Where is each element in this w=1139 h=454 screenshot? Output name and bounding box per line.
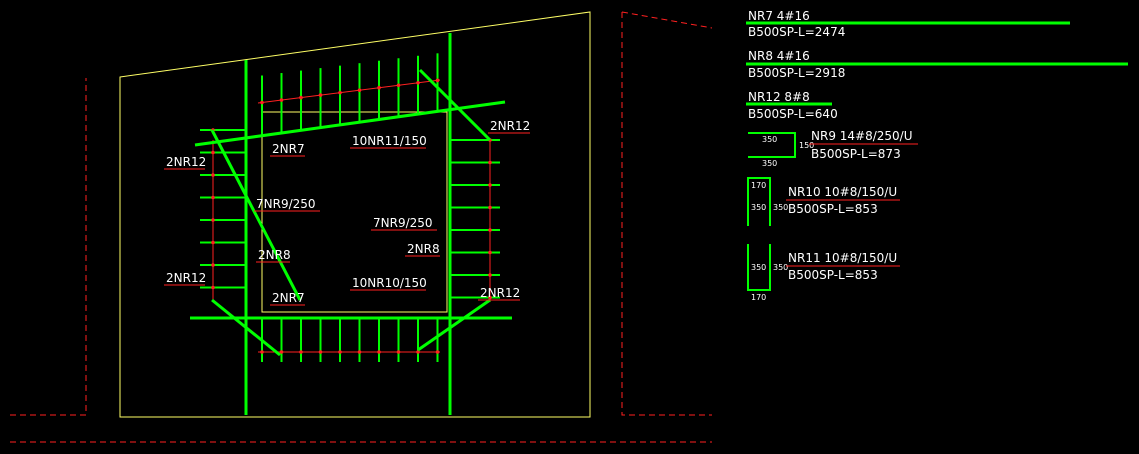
wall-outline [119,11,591,418]
schedule-nr10-spec: B500SP-L=853 [788,202,878,216]
right-side-bars [450,139,500,299]
distribution-tick [211,173,215,177]
top-short-bars [261,53,439,136]
label-nr8-left: 2NR8 [258,248,291,262]
distribution-tick [211,150,215,155]
distribution-tick [488,205,492,210]
distribution-tick [211,195,215,200]
label-underlines [164,132,530,306]
distribution-tick [377,85,381,90]
schedule-nr8-spec: B500SP-L=2918 [748,66,845,80]
distribution-tick [299,350,303,354]
distribution-tick [338,350,342,354]
schedule-nr9-mark: NR9 14#8/250/U [811,129,913,143]
label-nr12-bottom-right: 2NR12 [480,286,520,300]
schedule-nr11-spec: B500SP-L=853 [788,268,878,282]
bar-schedule: NR7 4#16 B500SP-L=2474 NR8 4#16 B500SP-L… [746,9,1128,302]
schedule-nr9-shape [748,132,796,158]
schedule-nr10-shape [747,177,771,226]
schedule-nr9-spec: B500SP-L=873 [811,147,901,161]
opening-outline [261,111,448,313]
label-nr9-right: 7NR9/250 [373,216,433,230]
dashed-boundary [10,11,713,443]
distribution-tick [488,228,492,232]
schedule-nr10-dim-top: 170 [751,181,766,190]
schedule-nr11-mark: NR11 10#8/150/U [788,251,897,265]
distribution-tick [396,83,401,88]
distribution-ticks [211,78,492,354]
distribution-tick [318,350,323,354]
label-nr8-right: 2NR8 [407,242,440,256]
schedule-nr10-dim-left: 350 [751,203,766,212]
label-nr12-top-right: 2NR12 [490,119,530,133]
distribution-tick [260,350,264,354]
distribution-tick [435,350,440,354]
distribution-tick [318,93,323,97]
schedule-nr11-dim-bottom: 170 [751,293,766,302]
distribution-tick [357,88,362,92]
schedule-nr8-mark: NR8 4#16 [748,49,810,63]
distribution-tick [488,250,492,255]
label-nr12-bottom-left: 2NR12 [166,271,206,285]
distribution-tick [211,240,215,245]
bottom-short-bars [261,318,439,362]
distribution-tick [357,350,362,354]
distribution-tick [211,218,215,222]
schedule-nr9-dim-bottom: 350 [762,159,777,168]
schedule-nr9-dim-top: 350 [762,135,777,144]
distribution-tick [488,295,492,300]
distribution-tick [279,98,284,102]
label-nr10: 10NR10/150 [352,276,427,290]
distribution-tick [488,160,492,165]
label-nr11: 10NR11/150 [352,134,427,148]
schedule-nr10-mark: NR10 10#8/150/U [788,185,897,199]
schedule-nr9-dim-side: 150 [799,141,814,150]
distribution-lines [212,79,491,353]
distribution-tick [279,350,284,354]
schedule-nr11-dim-left: 350 [751,263,766,272]
main-rebar [190,33,512,415]
distribution-tick [396,350,401,354]
schedule-nr11-shape [747,244,771,291]
distribution-tick [211,263,215,267]
distribution-tick [260,100,264,105]
label-nr7-top: 2NR7 [272,142,305,156]
distribution-tick [488,183,492,187]
distribution-tick [416,80,420,85]
label-nr12-top-left: 2NR12 [166,155,206,169]
schedule-nr10-dim-right: 350 [773,203,788,212]
distribution-tick [338,90,342,95]
label-nr9-left: 7NR9/250 [256,197,316,211]
schedule-nr11-dim-right: 350 [773,263,788,272]
schedule-nr12-mark: NR12 8#8 [748,90,810,104]
distribution-tick [299,95,303,100]
distribution-tick [377,350,381,354]
label-nr7-bottom: 2NR7 [272,291,305,305]
schedule-nr12-spec: B500SP-L=640 [748,107,838,121]
distribution-tick [488,273,492,277]
distribution-tick [435,78,440,83]
schedule-nr7-mark: NR7 4#16 [748,9,810,23]
distribution-tick [211,285,215,290]
schedule-nr7-spec: B500SP-L=2474 [748,25,845,39]
drawing-labels: 2NR12 2NR12 2NR12 2NR12 2NR7 2NR7 10NR11… [166,119,530,305]
